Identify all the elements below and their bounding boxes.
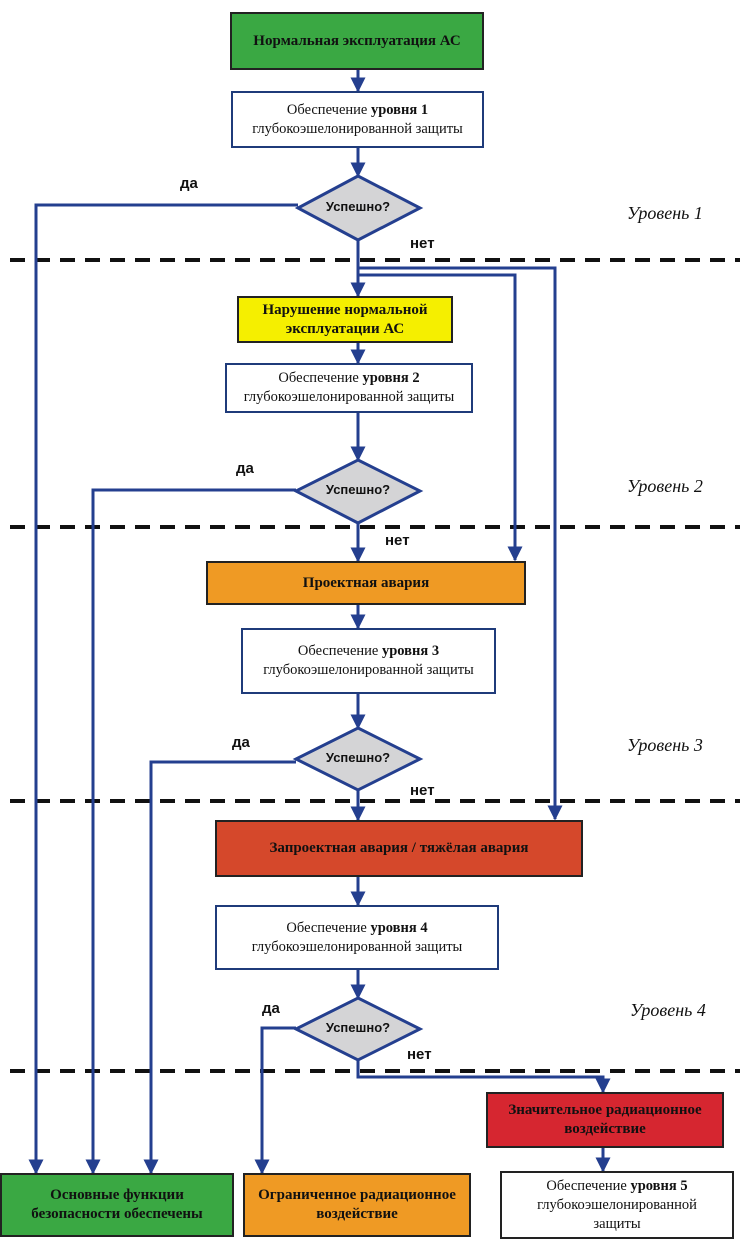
no-label-3: нет bbox=[410, 782, 435, 799]
step-1-level: уровня 1 bbox=[370, 101, 429, 118]
yes-branch-3 bbox=[143, 760, 296, 1175]
decisions bbox=[292, 174, 424, 1062]
step-level-2-box: Обеспечение уровня 2 глубокоэшелонирован… bbox=[225, 363, 473, 413]
normal-operation-box: Нормальная эксплуатация АС bbox=[230, 12, 484, 70]
step-level-3-box: Обеспечение уровня 3 глубокоэшелонирован… bbox=[241, 628, 496, 694]
significant-radiation-line2: воздействие bbox=[564, 1121, 646, 1137]
step-4-suffix: глубокоэшелонированной защиты bbox=[251, 938, 463, 955]
safety-functions-line1: Основные функции bbox=[50, 1187, 184, 1203]
yes-branch-4 bbox=[254, 1026, 296, 1175]
decision-3-text: Успешно? bbox=[325, 750, 391, 765]
connectors bbox=[28, 70, 611, 1175]
significant-radiation-box: Значительное радиационное воздействие bbox=[486, 1092, 724, 1148]
yes-label-3: да bbox=[232, 734, 250, 751]
limited-radiation-box: Ограниченное радиационное воздействие bbox=[243, 1173, 471, 1237]
level-label-4: Уровень 4 bbox=[630, 1000, 706, 1020]
violation-label-line2: эксплуатации АС bbox=[285, 320, 405, 337]
step-5-suffix-line2: защиты bbox=[593, 1215, 641, 1232]
safety-functions-line2: безопасности обеспечены bbox=[31, 1206, 203, 1222]
step-4-level: уровня 4 bbox=[370, 919, 428, 936]
violation-box: Нарушение нормальной эксплуатации АС bbox=[237, 296, 453, 343]
level-separators bbox=[10, 258, 740, 1073]
step-5-level: уровня 5 bbox=[630, 1177, 688, 1194]
limited-radiation-line2: воздействие bbox=[316, 1206, 398, 1222]
step-5-prefix: Обеспечение bbox=[546, 1177, 627, 1194]
violation-label-line1: Нарушение нормальной bbox=[262, 301, 428, 318]
level-label-2: Уровень 2 bbox=[627, 476, 703, 496]
step-level-4-box: Обеспечение уровня 4 глубокоэшелонирован… bbox=[215, 905, 499, 970]
decision-diamond-4 bbox=[292, 996, 424, 1062]
no-label-4: нет bbox=[407, 1046, 432, 1063]
decision-4-text: Успешно? bbox=[325, 1020, 391, 1035]
step-2-prefix: Обеспечение bbox=[278, 370, 359, 386]
decision-diamond-2 bbox=[292, 458, 424, 525]
no-branch-4 bbox=[356, 1060, 611, 1094]
step-1-prefix: Обеспечение bbox=[286, 101, 368, 118]
limited-radiation-line1: Ограниченное радиационное bbox=[258, 1187, 456, 1203]
decision-diamond-3 bbox=[292, 726, 424, 792]
bypass-to-beyond-accident bbox=[358, 266, 563, 821]
decision-2-text: Успешно? bbox=[325, 482, 391, 497]
step-3-prefix: Обеспечение bbox=[297, 643, 379, 659]
yes-label-4: да bbox=[262, 1000, 280, 1017]
step-level-5-box: Обеспечение уровня 5 глубокоэшелонирован… bbox=[500, 1171, 734, 1239]
bypass-to-design-accident bbox=[358, 273, 523, 562]
yes-branch-1 bbox=[28, 203, 298, 1175]
step-2-suffix: глубокоэшелонированной защиты bbox=[243, 389, 455, 405]
decision-diamond-1 bbox=[294, 174, 424, 242]
safety-functions-box: Основные функции безопасности обеспечены bbox=[0, 1173, 234, 1237]
beyond-design-accident-box: Запроектная авария / тяжёлая авария bbox=[215, 820, 583, 877]
level-label-1: Уровень 1 bbox=[627, 203, 703, 223]
yes-label-2: да bbox=[236, 460, 254, 477]
yes-label-1: да bbox=[180, 175, 198, 192]
significant-radiation-line1: Значительное радиационное bbox=[508, 1102, 702, 1118]
step-2-level: уровня 2 bbox=[362, 370, 420, 386]
step-level-1-box: Обеспечение уровня 1 глубокоэшелонирован… bbox=[231, 91, 484, 148]
no-label-1: нет bbox=[410, 235, 435, 252]
design-accident-box: Проектная авария bbox=[206, 561, 526, 605]
beyond-design-accident-label: Запроектная авария / тяжёлая авария bbox=[269, 840, 529, 856]
design-accident-label: Проектная авария bbox=[302, 574, 430, 591]
yes-branch-2 bbox=[85, 488, 296, 1175]
step-4-prefix: Обеспечение bbox=[286, 919, 367, 936]
normal-operation-label: Нормальная эксплуатация АС bbox=[253, 32, 461, 49]
step-3-level: уровня 3 bbox=[381, 643, 440, 659]
decision-1-text: Успешно? bbox=[325, 199, 391, 214]
step-5-suffix-line1: глубокоэшелонированной bbox=[537, 1196, 697, 1213]
level-label-3: Уровень 3 bbox=[627, 735, 703, 755]
no-label-2: нет bbox=[385, 532, 410, 549]
step-3-suffix: глубокоэшелонированной защиты bbox=[263, 662, 474, 678]
step-1-suffix: глубокоэшелонированной защиты bbox=[252, 120, 463, 137]
